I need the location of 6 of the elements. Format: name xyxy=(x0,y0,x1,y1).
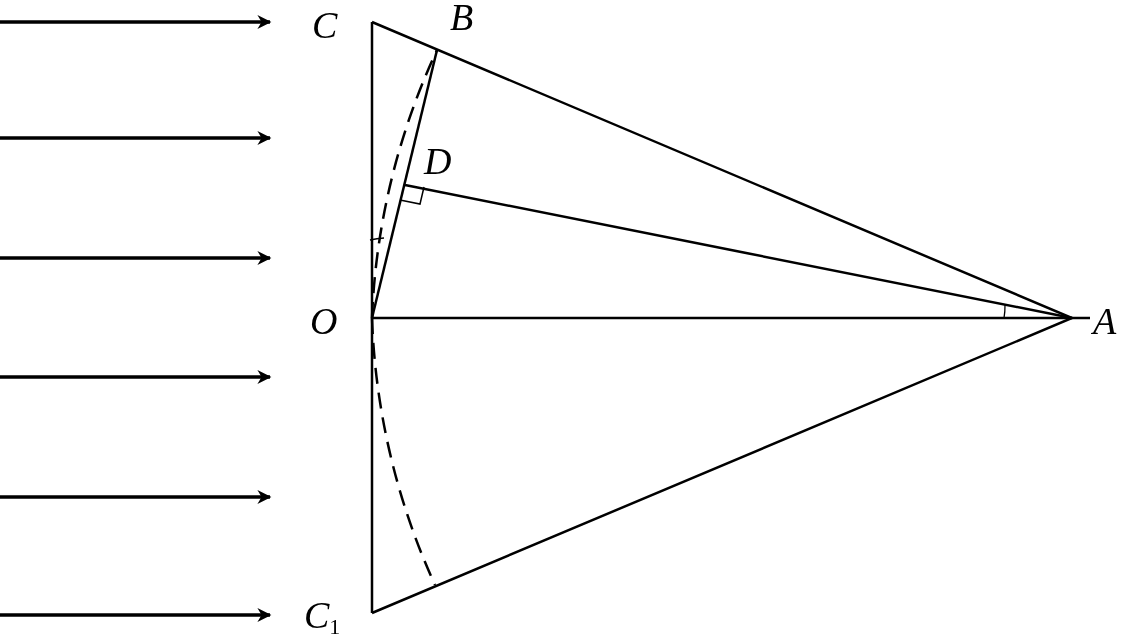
point-label: C$_{1}$ xyxy=(304,596,341,638)
point-label: C xyxy=(312,6,338,44)
point-label: A xyxy=(1093,302,1117,340)
point-label: B xyxy=(450,0,474,36)
point-label: D xyxy=(424,142,452,180)
point-label: O xyxy=(310,302,338,340)
